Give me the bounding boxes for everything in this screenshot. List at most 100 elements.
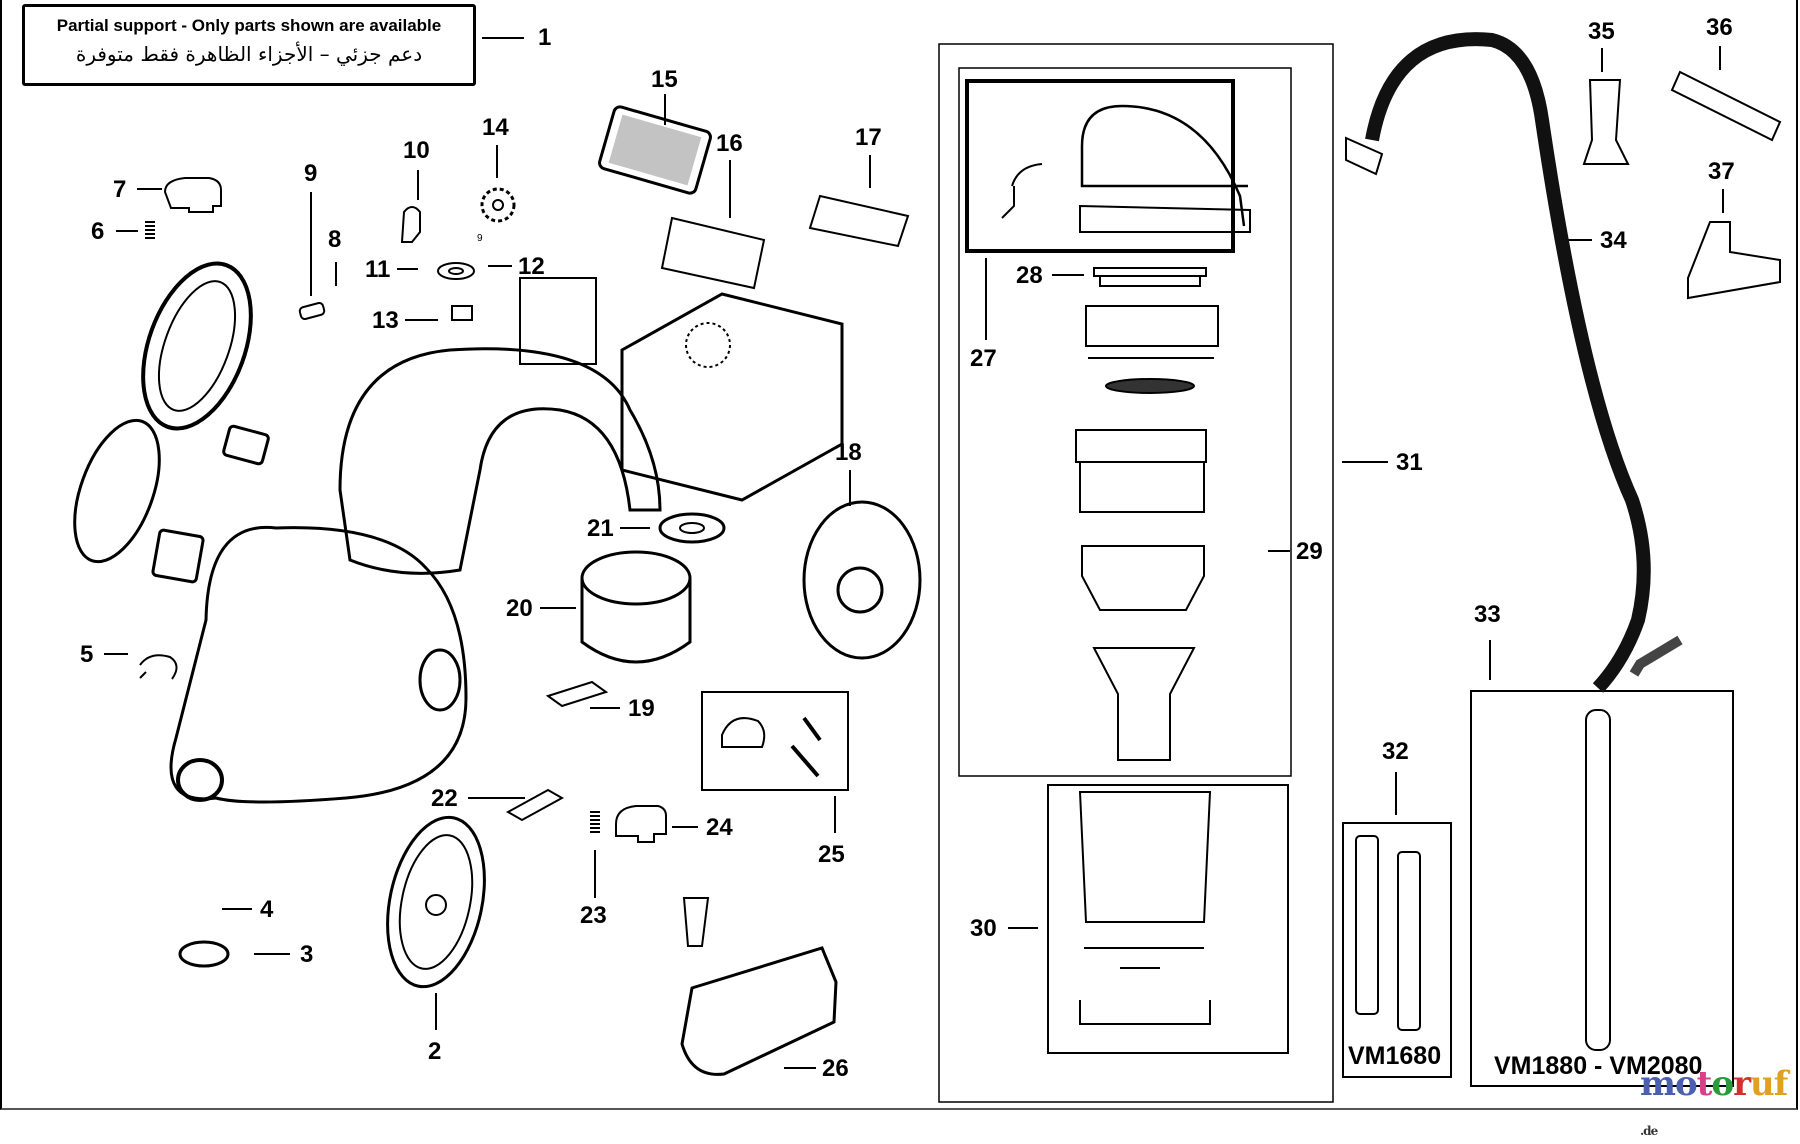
part-6-spring-shape [145,221,155,239]
cyclone-body-mid [1079,461,1205,513]
part-17-pcb-shape [808,194,910,248]
model-label-vm1880-vm2080: VM1880 - VM2080 [1494,1052,1703,1080]
callout-15: 15 [651,66,678,93]
part-10-bracket-shape [400,206,421,243]
part-30-bin [1078,791,1212,923]
watermark-suffix: .de [1640,1124,1658,1138]
part-13-switch-shape [451,305,473,321]
callout-28: 28 [1016,262,1043,289]
part-28-lid [1093,267,1207,277]
stray-mark: 9 [477,233,483,244]
callout-13: 13 [372,307,399,334]
watermark-letter: u [1750,1064,1775,1104]
callout-1: 1 [538,24,552,51]
part-20-motor-top [580,550,692,606]
part-34-hose-cuff [1345,136,1384,176]
callout-34: 34 [1600,227,1627,254]
part-25-pin-b [790,744,820,778]
part-19-bracket [545,680,609,708]
part-32-tube-a [1355,835,1379,1015]
cyclone-cones [1081,545,1205,611]
partial-support-notice: Partial support - Only parts shown are a… [22,4,476,86]
chassis-wheel-hub [418,648,462,712]
chassis-inlet [176,758,224,802]
cyclone-inner-box-29 [958,67,1292,777]
notice-english: Partial support - Only parts shown are a… [56,16,442,35]
watermark-letter: r [1733,1064,1751,1104]
part-30-base [1079,1000,1211,1025]
part-2-wheel-rim [398,834,474,970]
upper-shell-shape [338,347,662,575]
part-33-telescopic-tube [1585,709,1611,1051]
callout-33: 33 [1474,601,1501,628]
leader-lines [104,37,1724,1069]
callout-20: 20 [506,595,533,622]
part-24-button [615,805,667,843]
callout-9: 9 [304,160,318,187]
nozzle-parts-box-25 [701,691,849,791]
front-ring-shape [141,261,253,431]
callout-5: 5 [80,641,94,668]
callout-16: 16 [716,130,743,157]
watermark-letter: m [1640,1064,1676,1104]
part-20-motor-body [580,578,692,664]
part-34-hose [1365,32,1651,693]
callout-10: 10 [403,137,430,164]
cyclone-filter-disk [1105,378,1195,394]
part-18-hub [836,566,884,614]
callout-32: 32 [1382,738,1409,765]
callout-36: 36 [1706,14,1733,41]
callout-14: 14 [482,114,509,141]
watermark: motoruf.de [1640,1064,1800,1144]
part-7-button-shape [163,177,222,213]
part-36-crevice-tool [1670,70,1782,142]
small-filter-frame-b [151,528,205,584]
watermark-letter: t [1696,1064,1713,1104]
callout-25: 25 [818,841,845,868]
part-26-nozzle-neck [682,897,710,947]
filter-housing-shape [519,277,597,365]
part-27-base-shape [1079,204,1251,233]
part-15-hepa-filter [598,105,712,195]
part-12-ring-hole [448,267,464,275]
callout-23: 23 [580,902,607,929]
callout-37: 37 [1708,158,1735,185]
callout-7: 7 [113,176,127,203]
part-35-dusting-brush [1582,79,1630,165]
callout-27: 27 [970,345,997,372]
telescopic-tube-box-33 [1470,690,1734,1087]
part-21-gasket-hole [679,522,705,534]
diagram-frame [0,0,1798,1110]
rear-grille-shape [73,418,161,564]
cyclone-assembly-box-31 [938,43,1334,1103]
callout-24: 24 [706,814,733,841]
callout-4: 4 [260,896,274,923]
callout-21: 21 [587,515,614,542]
tube-box-32 [1342,822,1452,1078]
callout-2: 2 [428,1038,442,1065]
motor-housing-shape [620,292,844,502]
part-5-clip-shape [139,654,178,680]
part-14-gear-hub [492,199,504,211]
callout-12: 12 [518,253,545,280]
callout-30: 30 [970,915,997,942]
watermark-letter: o [1711,1064,1734,1104]
callout-19: 19 [628,695,655,722]
chassis-base-shape [169,525,468,804]
callout-18: 18 [835,439,862,466]
callout-8: 8 [328,226,342,253]
cyclone-body-top [1075,429,1207,463]
watermark-letter: f [1773,1064,1789,1104]
notice-arabic: دعم جزئي – الأجزاء الظاهرة فقط متوفرة [75,42,423,66]
callout-31: 31 [1396,449,1423,476]
small-filter-frame-a [222,424,270,466]
handle-box-27 [965,79,1235,253]
part-34-hose-handle [1629,635,1683,677]
cyclone-upper-ring [1085,305,1219,347]
part-25-pin-a [802,716,822,742]
part-18-fan-cover [802,500,922,660]
model-label-vm1680: VM1680 [1348,1042,1442,1070]
part-14-gear-shape [480,187,516,223]
front-ring-inner [157,280,237,412]
callout-22: 22 [431,785,458,812]
